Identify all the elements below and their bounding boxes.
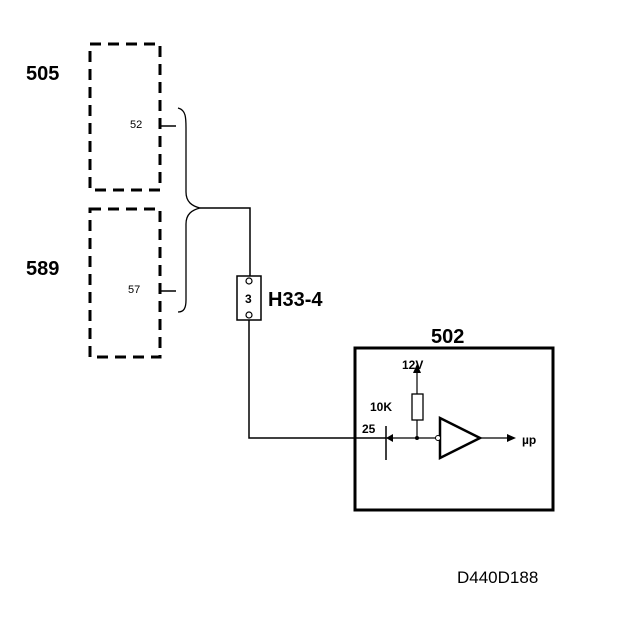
pin-25-label: 25 xyxy=(362,422,376,436)
pin-52-label: 52 xyxy=(130,119,142,131)
input-arrow xyxy=(386,434,393,442)
module-589: 589 57 xyxy=(26,207,176,359)
module-502: 502 25 12V 10K µp xyxy=(353,326,555,512)
wire-splice-to-connector xyxy=(200,207,251,276)
connector-label: H33-4 xyxy=(268,289,323,311)
drawing-reference: D440D188 xyxy=(457,568,538,587)
connector-h33-4: 3 H33-4 xyxy=(236,275,323,321)
module-505: 505 52 xyxy=(26,42,176,192)
resistor-10k xyxy=(411,393,424,421)
junction-dot xyxy=(415,436,419,440)
output-arrow xyxy=(507,434,516,442)
resistor-label: 10K xyxy=(370,400,392,414)
module-505-label: 505 xyxy=(26,63,59,85)
module-502-label: 502 xyxy=(431,326,464,348)
output-label: µp xyxy=(522,433,536,447)
supply-voltage-label: 12V xyxy=(402,358,423,372)
buffer-input-dot xyxy=(435,435,441,441)
supply-arrow xyxy=(413,364,421,373)
wire-connector-to-502 xyxy=(248,320,386,439)
module-589-label: 589 xyxy=(26,258,59,280)
pin-57-label: 57 xyxy=(128,284,140,296)
connector-pin-label: 3 xyxy=(245,292,252,306)
splice-brace xyxy=(177,107,201,313)
buffer-amplifier xyxy=(438,415,483,461)
